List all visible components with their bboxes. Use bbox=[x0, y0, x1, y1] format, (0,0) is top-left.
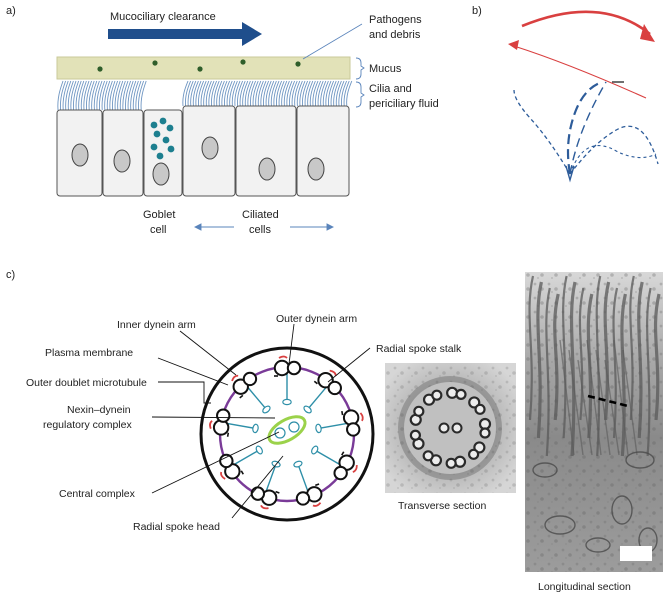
panel-a-label: a) bbox=[6, 5, 16, 17]
clearance-arrow bbox=[108, 22, 262, 46]
doublet bbox=[273, 355, 302, 377]
panel-a: a) Mucociliary clearance bbox=[6, 5, 439, 236]
goblet-label: Goblet cell bbox=[143, 209, 178, 236]
doublet bbox=[333, 451, 358, 481]
axoneme-diagram bbox=[199, 346, 375, 522]
label-inner-dynein-arm: Inner dynein arm bbox=[117, 319, 196, 331]
panel-b: b) bbox=[472, 5, 659, 183]
scale-bar bbox=[620, 546, 652, 561]
section-plane-marker bbox=[587, 394, 629, 408]
debris-particles bbox=[97, 59, 301, 72]
label-radial-spoke-stalk: Radial spoke stalk bbox=[376, 343, 462, 355]
radial-spoke-heads bbox=[252, 398, 322, 468]
ciliated-cell bbox=[235, 105, 297, 197]
ciliated-label: Ciliated cells bbox=[242, 209, 282, 236]
cilia-bracket bbox=[355, 81, 365, 108]
label-central-complex: Central complex bbox=[59, 488, 136, 500]
effective-stroke-arc bbox=[521, 10, 651, 36]
label-nexin-dynein: Nexin–dynein regulatory complex bbox=[43, 404, 134, 431]
longitudinal-caption: Longitudinal section bbox=[538, 581, 631, 593]
label-outer-dynein-arm: Outer dynein arm bbox=[276, 313, 357, 325]
doublet bbox=[250, 486, 280, 510]
mucus-layer bbox=[56, 56, 351, 80]
transverse-section-image bbox=[385, 363, 516, 493]
label-radial-spoke-head: Radial spoke head bbox=[133, 521, 220, 533]
cilia-label: Cilia and periciliary fluid bbox=[369, 83, 439, 110]
clearance-label: Mucociliary clearance bbox=[110, 11, 216, 23]
panel-c-label: c) bbox=[6, 269, 15, 281]
transverse-caption: Transverse section bbox=[398, 500, 486, 512]
ciliated-extent-arrows bbox=[193, 223, 335, 231]
doublet bbox=[341, 409, 364, 437]
outer-doublets bbox=[209, 355, 364, 510]
doublet bbox=[209, 408, 231, 437]
central-complex bbox=[267, 415, 307, 445]
ciliated-cell bbox=[296, 105, 350, 197]
label-plasma-membrane: Plasma membrane bbox=[45, 347, 133, 359]
doublet bbox=[219, 453, 244, 480]
panel-b-label: b) bbox=[472, 5, 482, 17]
recovery-stroke-arc bbox=[513, 45, 647, 99]
longitudinal-section-image bbox=[525, 272, 663, 572]
panel-c: c) Inner dynein arm Ou bbox=[6, 269, 663, 593]
cilium-stroke-positions bbox=[513, 80, 659, 175]
doublet bbox=[231, 371, 258, 399]
organelles bbox=[532, 451, 658, 553]
goblet-granules bbox=[150, 117, 175, 160]
mucus-bracket bbox=[355, 57, 365, 80]
label-outer-doublet: Outer doublet microtubule bbox=[26, 377, 147, 389]
mucus-label: Mucus bbox=[369, 63, 402, 75]
pathogens-label: Pathogens and debris bbox=[369, 14, 425, 41]
doublet bbox=[295, 483, 323, 507]
doublet bbox=[313, 369, 342, 396]
leader-lines bbox=[151, 323, 371, 519]
cilia-layer bbox=[57, 80, 353, 111]
nuclei bbox=[71, 136, 325, 186]
